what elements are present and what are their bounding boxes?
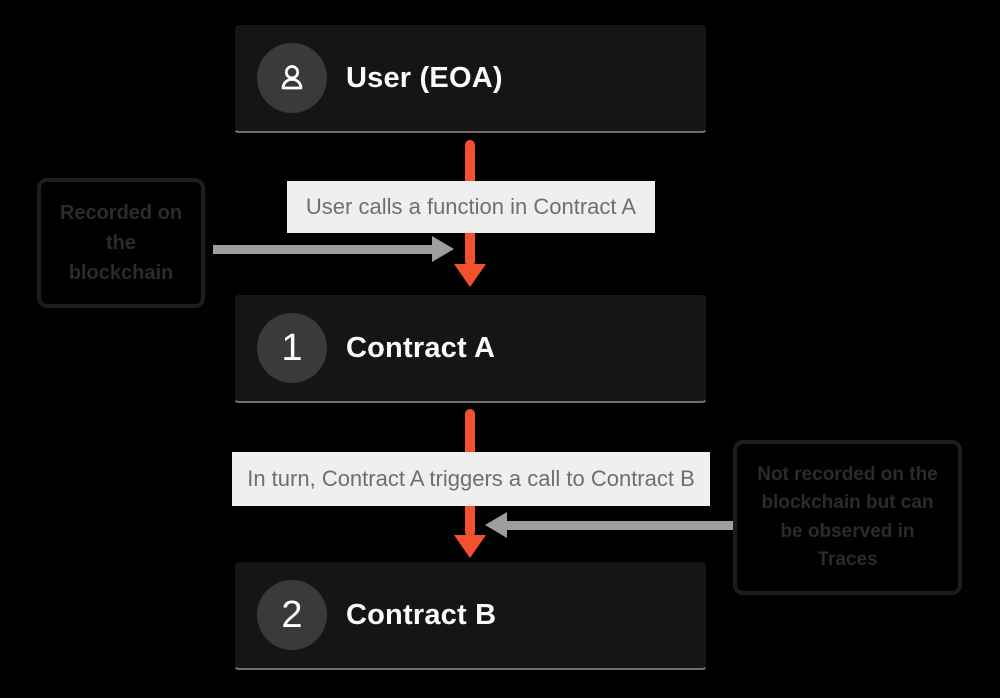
user-icon xyxy=(273,59,311,97)
user-avatar xyxy=(257,43,327,113)
node-user-label: User (EOA) xyxy=(346,61,503,94)
callout-recorded-on-blockchain: Recorded on the blockchain xyxy=(37,178,205,308)
flow-label-user-calls-text: User calls a function in Contract A xyxy=(305,194,637,219)
node-user-eoa: User (EOA) xyxy=(233,23,708,133)
contract-a-number: 1 xyxy=(281,327,303,369)
callout-not-recorded-traces: Not recorded on the blockchain but can b… xyxy=(733,440,962,595)
flow-label-contract-a-triggers-text: In turn, Contract A triggers a call to C… xyxy=(247,466,695,491)
node-contract-a: 1 Contract A xyxy=(233,293,708,403)
contract-a-badge: 1 xyxy=(257,313,327,383)
flow-arrow-user-to-a-head xyxy=(454,264,486,287)
callout-recorded-text: Recorded on the blockchain xyxy=(59,202,183,284)
node-contract-a-label: Contract A xyxy=(346,331,496,364)
callout-not-recorded-text: Not recorded on the blockchain but can b… xyxy=(757,463,938,571)
node-contract-b-label: Contract B xyxy=(346,598,497,631)
traces-annotation-arrow-head xyxy=(485,512,507,538)
node-contract-b: 2 Contract B xyxy=(233,560,708,670)
contract-b-badge: 2 xyxy=(257,580,327,650)
flow-label-user-calls: User calls a function in Contract A xyxy=(287,181,655,233)
flow-arrow-a-to-b-head xyxy=(454,535,486,558)
traces-annotation-arrow-shaft xyxy=(507,521,733,530)
recorded-annotation-arrow-head xyxy=(432,236,454,262)
flow-label-contract-a-triggers: In turn, Contract A triggers a call to C… xyxy=(232,452,710,506)
recorded-annotation-arrow-shaft xyxy=(213,245,434,254)
contract-b-number: 2 xyxy=(281,594,303,636)
